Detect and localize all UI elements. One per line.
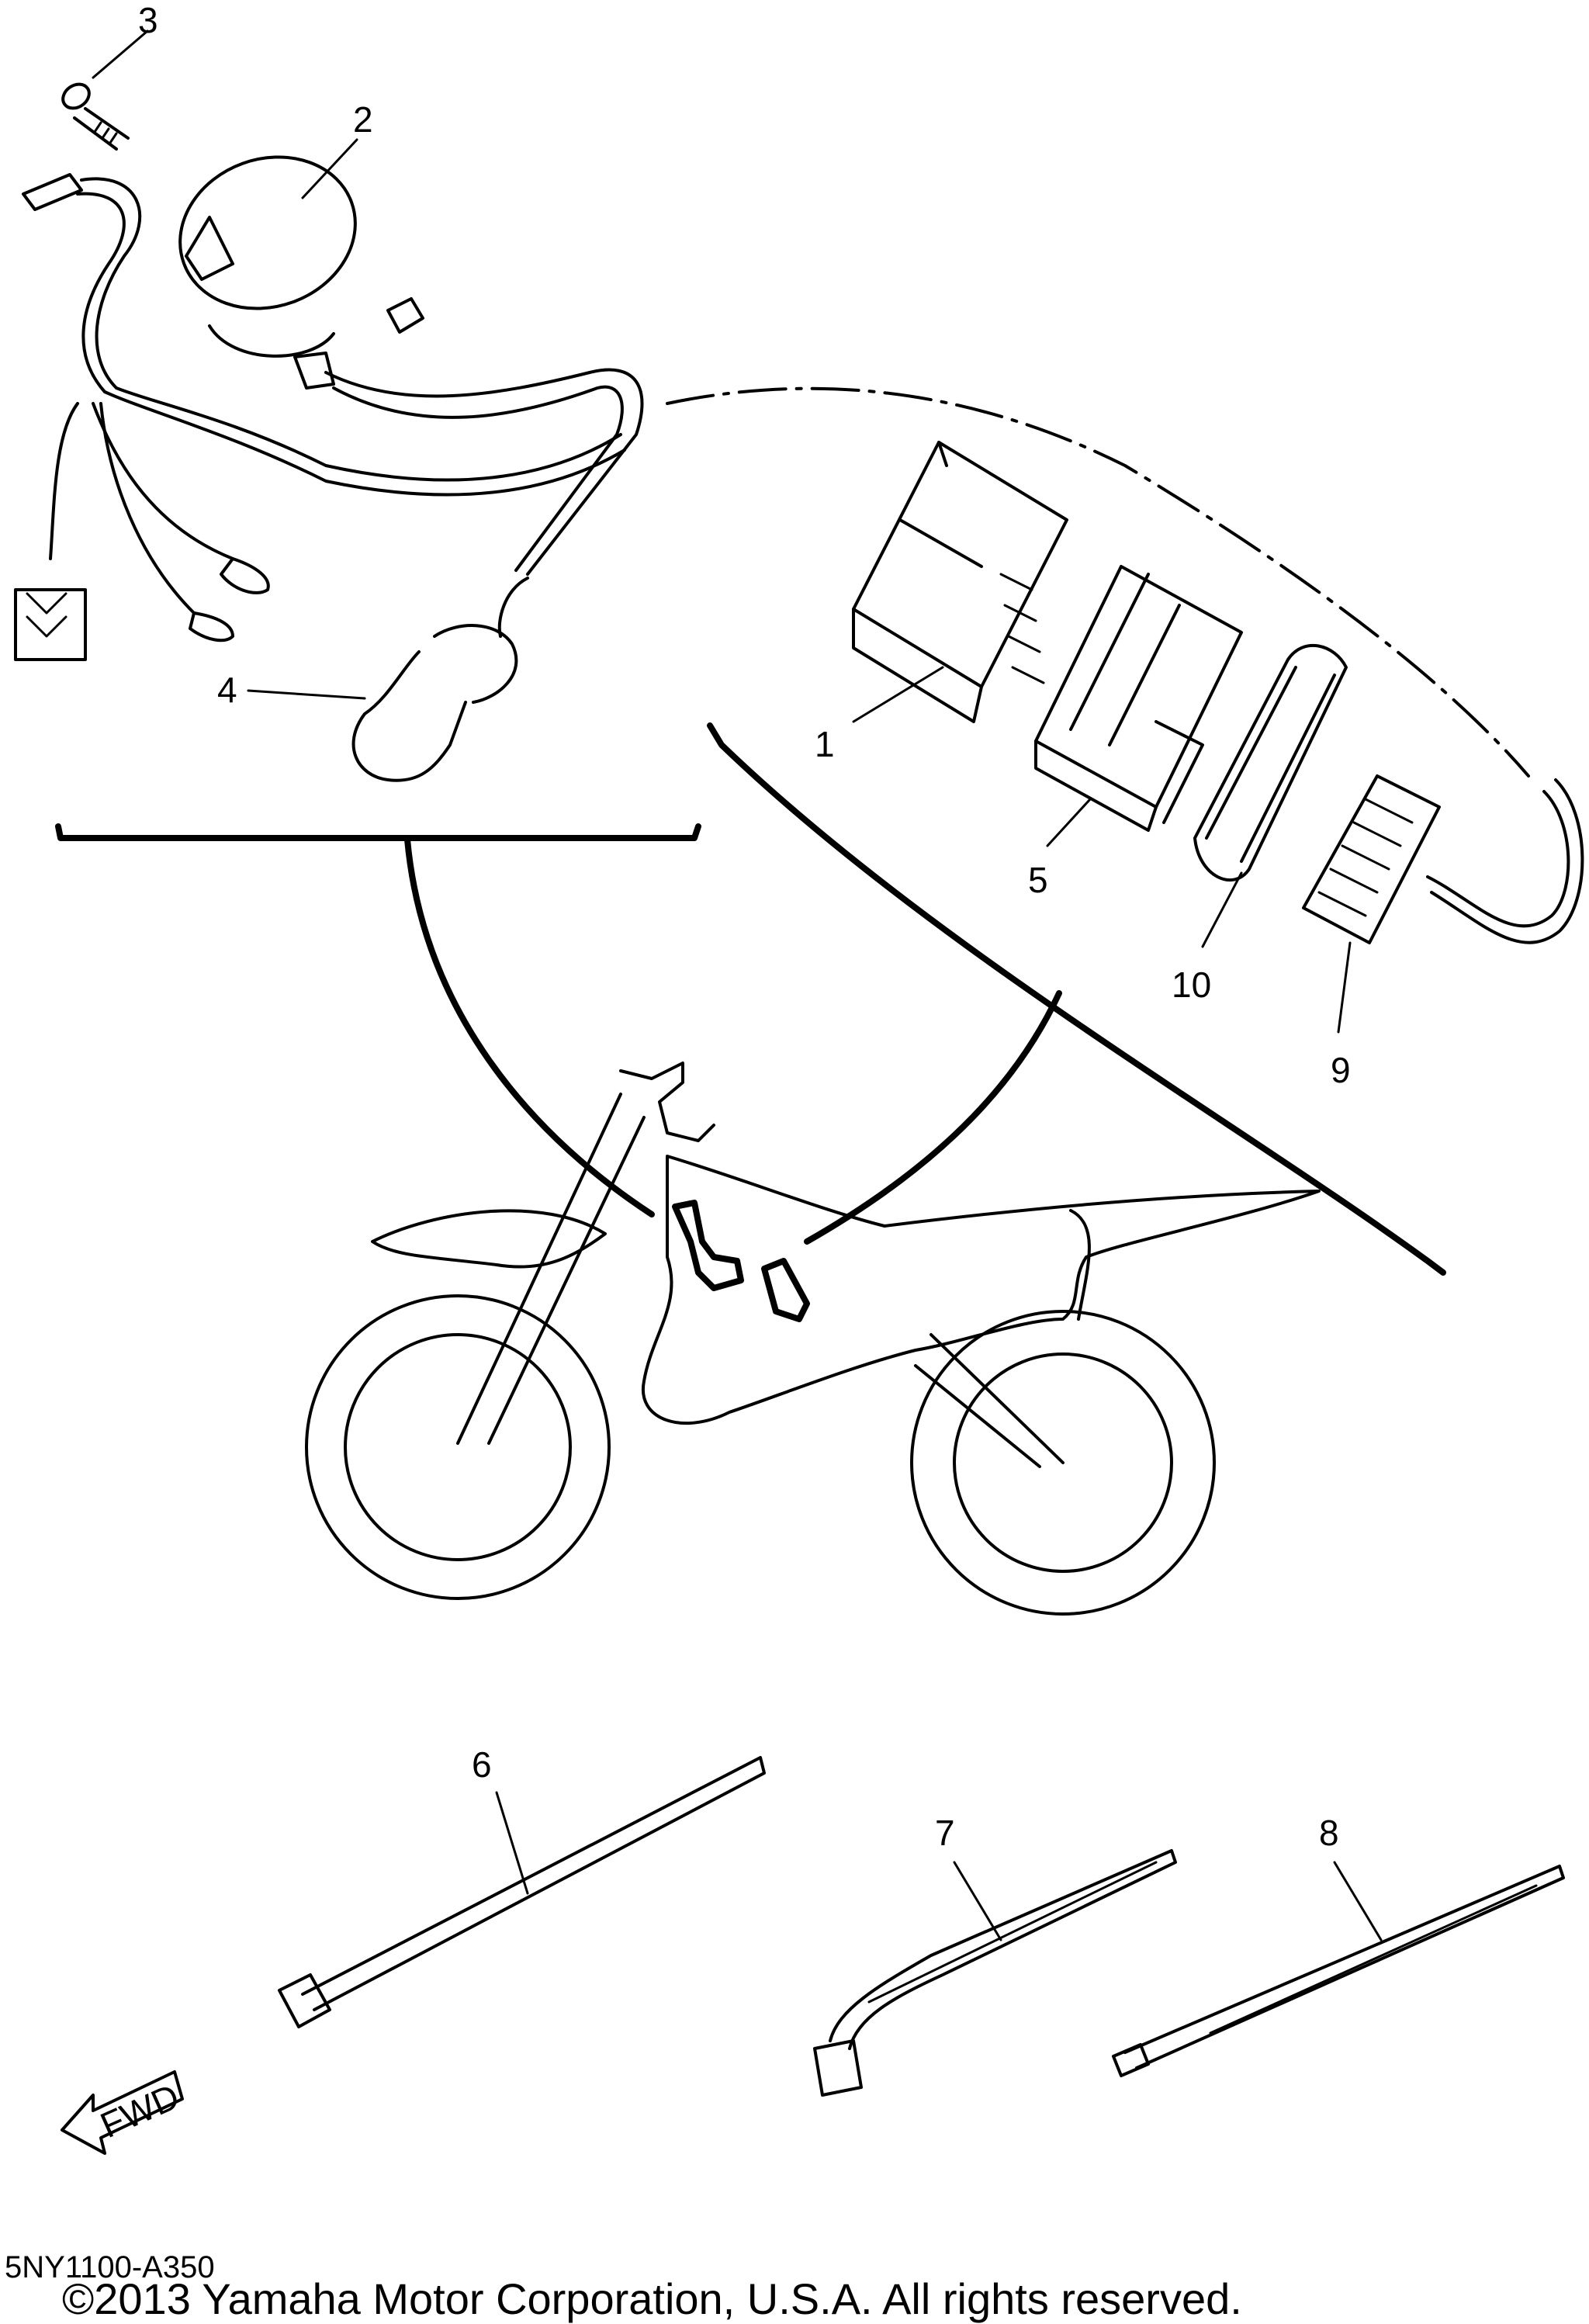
leader-10: [1201, 871, 1243, 948]
rubber-band-part-10: [1193, 644, 1348, 882]
motorcycle-outline: [305, 1062, 1321, 1616]
detail-bracket-left: [55, 823, 701, 841]
leader-7: [953, 1861, 1002, 1941]
bolt-part-3: [61, 82, 130, 151]
highlighted-coil-on-bike: [672, 1200, 744, 1291]
callout-1: 1: [815, 724, 835, 764]
callout-3: 3: [138, 0, 158, 40]
callout-4: 4: [217, 670, 237, 710]
leader-6: [495, 1791, 529, 1895]
fwd-label: FWD: [95, 2076, 185, 2146]
plug-cap-part-4: [351, 577, 529, 782]
callout-10: 10: [1172, 965, 1211, 1005]
leader-4: [247, 689, 366, 700]
leader-curve-right: [804, 990, 1062, 1245]
cable-tie-part-6: [278, 1756, 766, 2028]
coil-wiring: [14, 173, 626, 661]
detail-bracket-right: [707, 722, 1446, 1276]
leader-2: [301, 138, 358, 199]
wire-outline-dashdot: [666, 386, 1530, 778]
leader-9: [1337, 941, 1352, 1034]
callout-7: 7: [935, 1813, 955, 1853]
copyright-notice: ©2013 Yamaha Motor Corporation, U.S.A. A…: [62, 2274, 1242, 2323]
forward-arrow: FWD: [61, 2070, 185, 2155]
leader-5: [1046, 798, 1092, 847]
regulator-part-5: [1034, 565, 1243, 832]
callout-6: 6: [472, 1744, 492, 1785]
leader-1: [852, 666, 944, 723]
ignition-coil-group: [14, 82, 644, 782]
cable-tie-part-8: [1112, 1865, 1565, 2077]
leader-curve-left: [404, 836, 655, 1217]
ignition-coil-part-2: [178, 155, 644, 576]
leader-8: [1333, 1861, 1383, 1941]
callout-5: 5: [1028, 860, 1048, 900]
cdi-unit-part-1: [852, 441, 1068, 723]
callout-9: 9: [1331, 1050, 1351, 1090]
cable-tie-part-7: [813, 1849, 1177, 2097]
leader-3: [92, 29, 149, 79]
connector-part-9: [1302, 774, 1584, 944]
diagram-code: 5NY1100-A350: [5, 2250, 215, 2284]
callout-8: 8: [1319, 1813, 1339, 1853]
callout-2: 2: [353, 99, 373, 140]
